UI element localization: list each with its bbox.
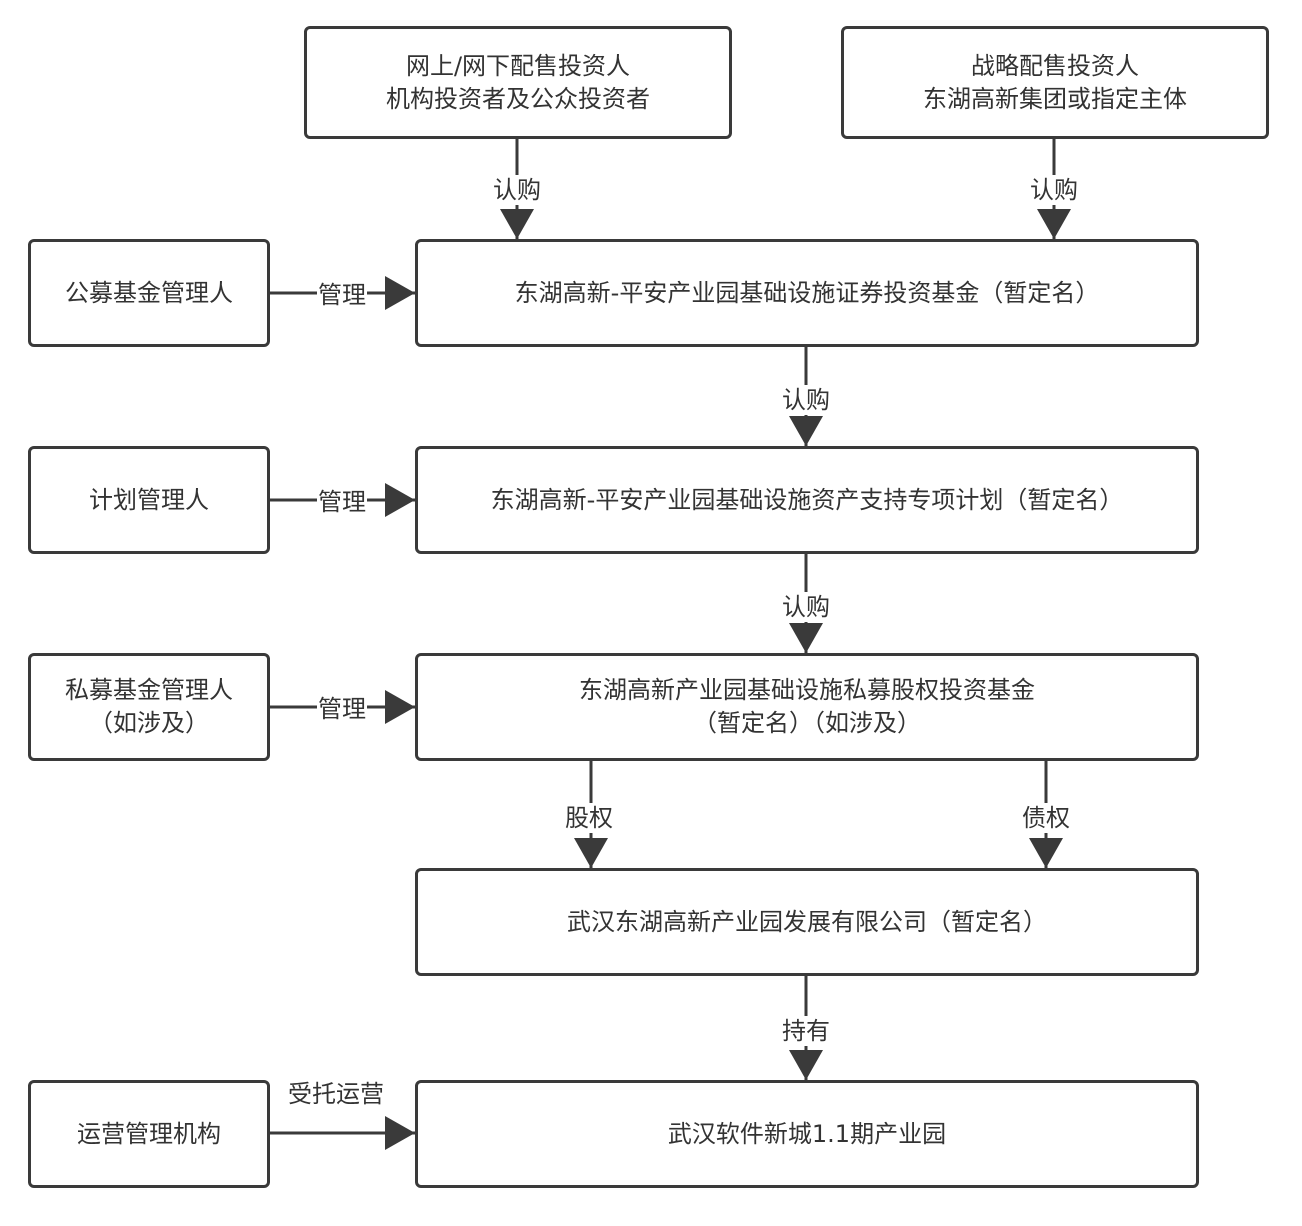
node-private-fund: 东湖高新产业园基础设施私募股权投资基金 （暂定名）（如涉及） — [415, 653, 1199, 761]
node-online-investors-line2: 机构投资者及公众投资者 — [386, 84, 650, 113]
node-online-investors-line1: 网上/网下配售投资人 — [405, 51, 631, 80]
node-private-fund-manager-line2: （如涉及） — [89, 709, 209, 737]
node-plan-manager-label: 计划管理人 — [89, 485, 209, 514]
edge-label-subscribe-online: 认购 — [492, 175, 542, 205]
node-public-fund: 东湖高新-平安产业园基础设施证券投资基金（暂定名） — [415, 239, 1199, 347]
node-operator: 运营管理机构 — [28, 1080, 270, 1188]
node-private-fund-line1: 东湖高新产业园基础设施私募股权投资基金 — [579, 676, 1035, 704]
node-public-fund-label: 东湖高新-平安产业园基础设施证券投资基金（暂定名） — [514, 278, 1100, 307]
node-industrial-park-label: 武汉软件新城1.1期产业园 — [667, 1119, 947, 1148]
edge-label-equity: 股权 — [564, 803, 614, 833]
edge-label-subscribe-fund-to-plan: 认购 — [781, 385, 831, 415]
node-strategic-investors-line1: 战略配售投资人 — [971, 51, 1139, 80]
edge-label-subscribe-plan-to-private: 认购 — [781, 592, 831, 622]
edge-label-debt: 债权 — [1021, 803, 1071, 833]
node-strategic-investors-line2: 东湖高新集团或指定主体 — [923, 84, 1187, 113]
node-abs-plan-label: 东湖高新-平安产业园基础设施资产支持专项计划（暂定名） — [490, 485, 1124, 514]
node-private-fund-manager: 私募基金管理人 （如涉及） — [28, 653, 270, 761]
node-abs-plan: 东湖高新-平安产业园基础设施资产支持专项计划（暂定名） — [415, 446, 1199, 554]
node-public-fund-manager: 公募基金管理人 — [28, 239, 270, 347]
node-strategic-investors: 战略配售投资人 东湖高新集团或指定主体 — [841, 26, 1269, 139]
edge-label-entrusted-operation: 受托运营 — [288, 1080, 384, 1108]
node-operator-label: 运营管理机构 — [77, 1119, 221, 1148]
node-private-fund-manager-line1: 私募基金管理人 — [65, 676, 233, 704]
edge-label-subscribe-strategic: 认购 — [1029, 175, 1079, 205]
edge-label-hold: 持有 — [781, 1016, 831, 1046]
edge-label-manage-public: 管理 — [317, 280, 367, 310]
node-project-company: 武汉东湖高新产业园发展有限公司（暂定名） — [415, 868, 1199, 976]
node-private-fund-line2: （暂定名）（如涉及） — [693, 709, 921, 737]
node-plan-manager: 计划管理人 — [28, 446, 270, 554]
node-industrial-park: 武汉软件新城1.1期产业园 — [415, 1080, 1199, 1188]
node-online-investors: 网上/网下配售投资人 机构投资者及公众投资者 — [304, 26, 732, 139]
edge-label-manage-private: 管理 — [317, 694, 367, 724]
node-project-company-label: 武汉东湖高新产业园发展有限公司（暂定名） — [567, 907, 1047, 936]
node-public-fund-manager-label: 公募基金管理人 — [65, 278, 233, 307]
edge-label-manage-plan: 管理 — [317, 487, 367, 517]
